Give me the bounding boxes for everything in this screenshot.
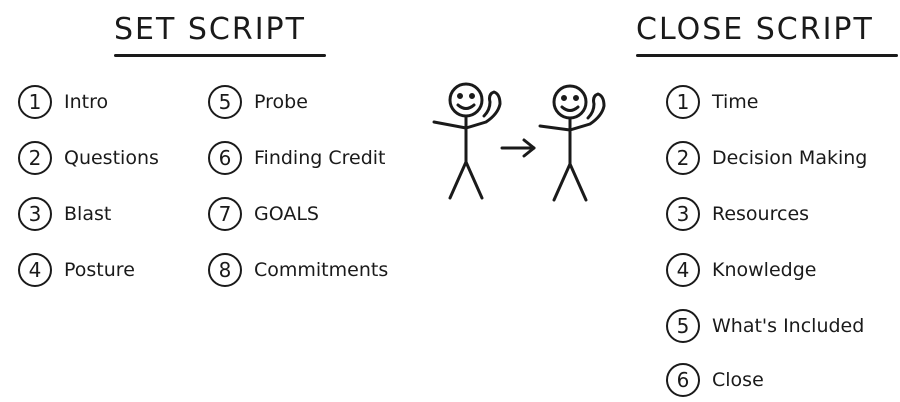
number-circle: 8 <box>208 253 242 287</box>
set-script-underline <box>114 54 326 57</box>
close-item-1: 1 Time <box>666 82 759 122</box>
figures-illustration <box>428 74 628 214</box>
close-item-6: 6 Close <box>666 360 764 400</box>
number-circle: 7 <box>208 197 242 231</box>
set-item-label: Finding Credit <box>254 147 386 169</box>
set-item-6: 6 Finding Credit <box>208 138 386 178</box>
set-item-1: 1 Intro <box>18 82 108 122</box>
close-item-2: 2 Decision Making <box>666 138 867 178</box>
number-circle: 4 <box>666 253 700 287</box>
close-item-label: Resources <box>712 203 810 225</box>
set-item-label: Probe <box>254 91 308 113</box>
number-circle: 3 <box>666 197 700 231</box>
number-circle: 4 <box>18 253 52 287</box>
number-circle: 3 <box>18 197 52 231</box>
number-circle: 1 <box>666 85 700 119</box>
set-item-label: Intro <box>64 91 109 113</box>
set-item-8: 8 Commitments <box>208 250 388 290</box>
close-item-label: Knowledge <box>712 259 817 281</box>
set-item-label: Blast <box>64 203 112 225</box>
close-item-label: Time <box>712 91 759 113</box>
close-script-underline <box>636 54 898 57</box>
close-item-label: Decision Making <box>712 147 868 169</box>
number-circle: 6 <box>666 363 700 397</box>
set-item-label: Questions <box>64 147 159 169</box>
right-arrow-icon <box>500 138 536 158</box>
close-item-label: Close <box>712 369 764 391</box>
set-item-7: 7 GOALS <box>208 194 319 234</box>
set-script-title: SET SCRIPT <box>114 12 306 47</box>
close-script-heading: CLOSE SCRIPT <box>636 12 898 57</box>
set-item-label: Commitments <box>254 259 389 281</box>
set-item-3: 3 Blast <box>18 194 111 234</box>
number-circle: 2 <box>18 141 52 175</box>
close-script-title: CLOSE SCRIPT <box>636 12 874 47</box>
set-item-5: 5 Probe <box>208 82 308 122</box>
number-circle: 6 <box>208 141 242 175</box>
number-circle: 2 <box>666 141 700 175</box>
set-item-4: 4 Posture <box>18 250 135 290</box>
number-circle: 5 <box>666 309 700 343</box>
number-circle: 1 <box>18 85 52 119</box>
number-circle: 5 <box>208 85 242 119</box>
close-item-4: 4 Knowledge <box>666 250 816 290</box>
set-item-2: 2 Questions <box>18 138 159 178</box>
stick-figure-flexing-icon <box>538 84 606 202</box>
close-item-5: 5 What's Included <box>666 306 864 346</box>
set-item-label: GOALS <box>254 203 319 225</box>
set-script-heading: SET SCRIPT <box>114 12 326 57</box>
close-item-3: 3 Resources <box>666 194 809 234</box>
stick-figure-flexing-icon <box>432 82 502 200</box>
set-item-label: Posture <box>64 259 135 281</box>
close-item-label: What's Included <box>712 315 865 337</box>
